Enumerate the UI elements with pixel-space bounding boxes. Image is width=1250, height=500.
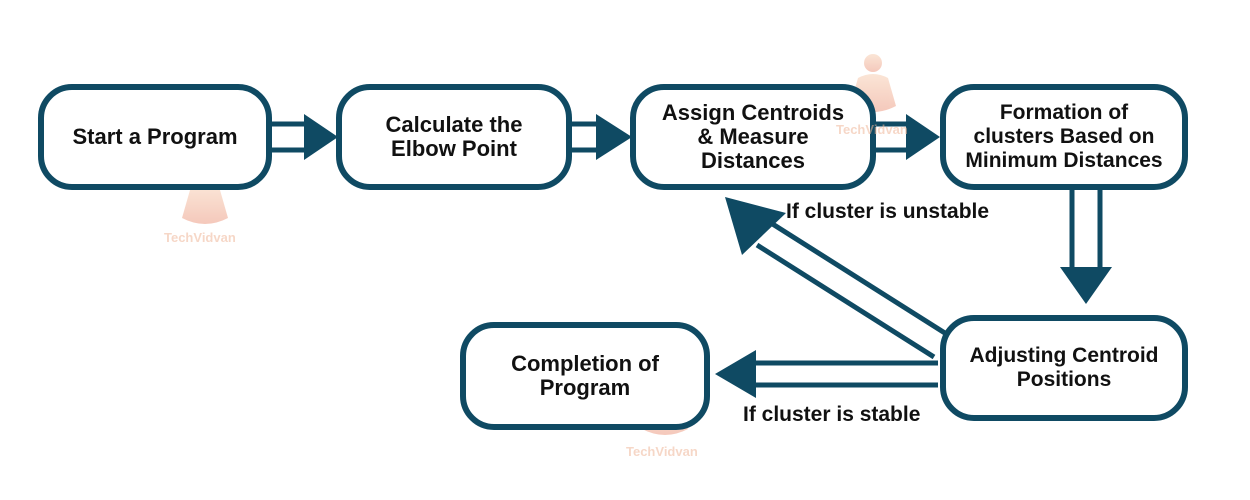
- watermark-top: TechVidvan: [836, 122, 908, 137]
- arrow-start-to-elbow: [270, 114, 338, 160]
- arrow-formation-to-adjust: [1060, 190, 1112, 304]
- node-completion-program: Completion of Program: [460, 322, 710, 430]
- node-start-program: Start a Program: [38, 84, 272, 190]
- arrow-elbow-to-assign: [570, 114, 632, 160]
- arrow-adjust-to-completion: [715, 350, 938, 398]
- arrow-assign-to-formation: [875, 114, 940, 160]
- arrow-adjust-to-assign: [725, 197, 950, 360]
- node-adjust-centroids: Adjusting Centroid Positions: [940, 315, 1188, 421]
- node-formation-clusters: Formation of clusters Based on Minimum D…: [940, 84, 1188, 190]
- label-if-unstable: If cluster is unstable: [786, 200, 990, 223]
- label-if-stable: If cluster is stable: [743, 403, 921, 426]
- node-assign-centroids: Assign Centroids & Measure Distances: [630, 84, 876, 190]
- watermark-bottom: TechVidvan: [626, 444, 698, 459]
- watermark-left: TechVidvan: [164, 230, 236, 245]
- node-calculate-elbow: Calculate the Elbow Point: [336, 84, 572, 190]
